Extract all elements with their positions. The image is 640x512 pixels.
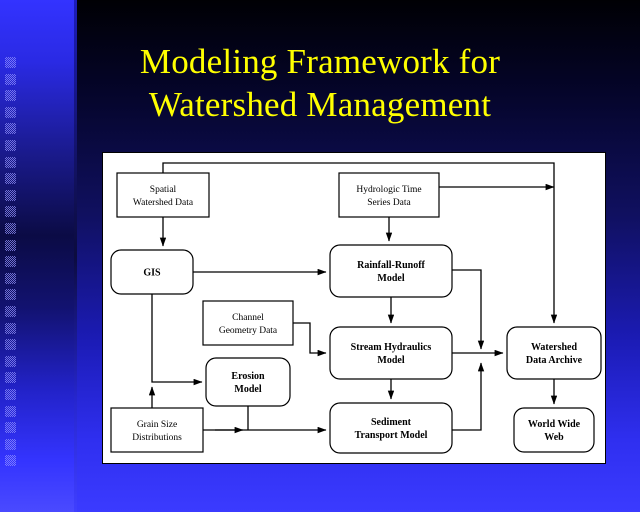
node-label: World Wide <box>528 419 581 430</box>
node-label: Stream Hydraulics <box>351 342 432 353</box>
node-gis[interactable]: GIS <box>110 249 194 295</box>
node-label: Erosion <box>231 371 265 382</box>
node-label: Channel <box>232 313 264 323</box>
node-shape <box>338 172 440 218</box>
sidebar-bullet-square <box>5 405 16 417</box>
node-label: Model <box>377 355 404 366</box>
node-shape <box>329 402 453 454</box>
node-shape <box>110 249 194 295</box>
node-label: Transport Model <box>355 430 428 441</box>
sidebar-bullet-square <box>5 355 16 367</box>
node-label: Watershed Data <box>133 198 194 208</box>
edge-spatial-to-archive <box>162 162 558 324</box>
edge-gis-to-erosion <box>151 294 203 386</box>
edge-channel-to-stream <box>293 322 327 357</box>
sidebar-bullet-square <box>5 90 16 102</box>
sidebar-bullet-square <box>5 289 16 301</box>
node-shape <box>202 300 294 346</box>
node-shape <box>329 326 453 380</box>
node-shape <box>329 244 453 298</box>
sidebar-bullet-square <box>5 372 16 384</box>
node-shape <box>205 357 291 407</box>
sidebar-bullet-square <box>5 389 16 400</box>
sidebar-bullet-square <box>5 73 16 85</box>
sidebar-bullet-square <box>5 57 16 68</box>
sidebar-bullet-square <box>5 156 16 168</box>
sidebar-bullet-square <box>5 438 16 450</box>
node-label: Series Data <box>367 198 411 208</box>
node-label: Grain Size <box>137 420 177 430</box>
node-label: Watershed <box>531 342 578 353</box>
sidebar-bullet-square <box>5 256 16 268</box>
sidebar-bullet-square <box>5 306 16 317</box>
sidebar-bullet-square <box>5 339 16 351</box>
sidebar-bullet-square <box>5 140 16 151</box>
sidebar-bullet-square <box>5 239 16 251</box>
sidebar-bullet-square <box>5 189 16 201</box>
node-label: Model <box>377 273 404 284</box>
node-label: Rainfall-Runoff <box>357 260 425 271</box>
sidebar-bullet-square <box>5 106 16 118</box>
node-label: Model <box>234 384 261 395</box>
node-label: Distributions <box>132 433 182 443</box>
sidebar-bullet-square <box>5 422 16 434</box>
sidebar-bullet-square <box>5 455 16 467</box>
node-label: GIS <box>143 268 161 279</box>
node-label: Web <box>544 432 564 443</box>
sidebar-bullet-square <box>5 272 16 284</box>
sidebar-bullet-square <box>5 322 16 334</box>
node-shape <box>110 407 204 453</box>
edge-rainfall-to-archive <box>452 269 485 350</box>
node-label: Hydrologic Time <box>356 185 421 195</box>
node-label: Spatial <box>150 185 177 195</box>
node-label: Data Archive <box>526 355 583 366</box>
node-shape <box>513 407 595 453</box>
node-shape <box>506 326 602 380</box>
node-shape <box>116 172 210 218</box>
sidebar-bullet-square <box>5 223 16 234</box>
sidebar-bullet-square <box>5 123 16 135</box>
sidebar-bullet-square <box>5 173 16 185</box>
edge-sediment-to-archive <box>452 362 485 431</box>
diagram-edges <box>148 162 558 434</box>
slide-title: Modeling Framework for Watershed Managem… <box>139 42 501 124</box>
sidebar-bullet-square <box>5 206 16 218</box>
node-label: Geometry Data <box>219 326 278 336</box>
node-label: Sediment <box>371 417 412 428</box>
slide-sidebar-edge <box>74 0 77 512</box>
